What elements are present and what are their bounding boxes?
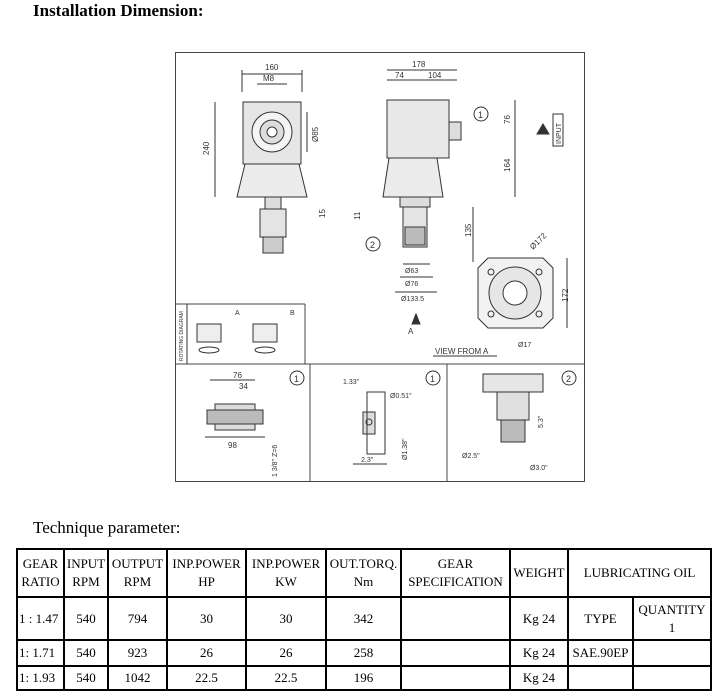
callout-1: 1: [478, 110, 483, 120]
detail-2-dia-left: Ø2.5": [462, 453, 480, 460]
cell-kw: 22.5: [246, 666, 326, 690]
rotating-diagram: ROTATING DIAGRAM A B: [179, 304, 295, 364]
dim-side-total: 178: [412, 60, 426, 69]
cell-ratio: 1: 1.71: [17, 640, 64, 666]
cell-weight: Kg 24: [510, 640, 568, 666]
cell-spec: [401, 597, 510, 640]
cell-spec: [401, 666, 510, 690]
detail-1b-len: 1.33": [343, 379, 360, 386]
dim-side-shaft: 135: [464, 223, 473, 237]
arrow-a-label: A: [408, 327, 414, 336]
detail-1a-spline: 1 3/8" Z=6: [272, 445, 279, 477]
detail-1b-width: 2.3": [361, 457, 374, 464]
detail-1b-callout: 1: [430, 374, 435, 384]
section-subheading: Technique parameter:: [33, 518, 181, 537]
cell-hp: 22.5: [167, 666, 246, 690]
cell-ratio: 1: 1.93: [17, 666, 64, 690]
table-row: 1: 1.93 540 1042 22.5 22.5 196 Kg 24: [17, 666, 712, 690]
detail-1a: 1 76 34 98 1 3/8" Z=6: [205, 370, 305, 477]
detail-2-height: 5.3": [538, 415, 545, 428]
detail-1b-dia-bottom: Ø1.38": [402, 438, 409, 460]
dim-front-height: 240: [202, 141, 211, 155]
dim-side-dia-small: Ø63: [405, 268, 418, 275]
rotating-label-a: A: [235, 310, 240, 317]
dim-side-gap: 11: [353, 211, 362, 220]
cell-input: 540: [64, 640, 108, 666]
flange-caption: VIEW FROM A: [435, 347, 489, 356]
front-view: 160 M8 240 Ø85 15: [202, 63, 327, 254]
input-label: INPUT: [556, 122, 563, 144]
oil-quantity-empty: [633, 640, 712, 666]
table-row: 1 : 1.47 540 794 30 30 342 Kg 24 TYPE QU…: [17, 597, 712, 640]
rotating-side-label: ROTATING DIAGRAM: [179, 311, 185, 361]
cell-kw: 26: [246, 640, 326, 666]
callout-2: 2: [370, 240, 375, 250]
cell-input: 540: [64, 597, 108, 640]
rotating-label-b: B: [290, 310, 295, 317]
header-torque: OUT.TORQ.Nm: [326, 549, 401, 597]
flange-view: Ø172 172 Ø17 VIEW FROM A: [433, 231, 570, 357]
cell-weight: Kg 24: [510, 666, 568, 690]
dim-front-bolt: M8: [263, 74, 275, 83]
cell-spec: [401, 640, 510, 666]
dim-front-width: 160: [265, 63, 279, 72]
dim-front-offset: 15: [318, 209, 327, 218]
cell-output: 794: [108, 597, 167, 640]
detail-2-dia-bottom: Ø3.0": [530, 465, 548, 472]
header-oil: LUBRICATING OIL: [568, 549, 712, 597]
cell-torque: 342: [326, 597, 401, 640]
dim-side-left: 74: [395, 71, 404, 80]
oil-type-value: SAE.90EP: [568, 640, 633, 666]
cell-output: 923: [108, 640, 167, 666]
header-weight: WEIGHT: [510, 549, 568, 597]
cell-ratio: 1 : 1.47: [17, 597, 64, 640]
oil-type-label: TYPE: [568, 597, 633, 640]
oil-empty: [568, 666, 633, 690]
dim-side-dia-large: Ø133.5: [401, 296, 424, 303]
dim-front-bore: Ø85: [311, 126, 320, 142]
dim-side-top: 76: [503, 115, 512, 124]
detail-1a-w2: 34: [239, 382, 248, 391]
cell-weight: Kg 24: [510, 597, 568, 640]
detail-1a-w1: 76: [233, 371, 242, 380]
cell-hp: 30: [167, 597, 246, 640]
page-title: Installation Dimension:: [33, 1, 204, 20]
detail-1a-callout: 1: [294, 374, 299, 384]
detail-2-callout: 2: [566, 374, 571, 384]
dim-flange-size: 172: [561, 288, 570, 302]
dim-side-right: 104: [428, 71, 442, 80]
cell-input: 540: [64, 666, 108, 690]
detail-1a-w3: 98: [228, 441, 237, 450]
detail-1b: 1 1.33" Ø0.51" 2.3" Ø1.38": [343, 370, 441, 465]
cell-hp: 26: [167, 640, 246, 666]
dim-flange-hole: Ø17: [518, 342, 531, 349]
detail-2: 2 5.3" Ø2.5" Ø3.0": [462, 370, 577, 472]
dim-flange-pcd: Ø172: [528, 231, 549, 252]
cell-output: 1042: [108, 666, 167, 690]
detail-1b-dia-top: Ø0.51": [390, 393, 412, 400]
cell-torque: 258: [326, 640, 401, 666]
dim-side-body: 164: [503, 158, 512, 172]
installation-drawing: 160 M8 240 Ø85 15 178 74 104 Ø63 Ø76 Ø13: [175, 52, 585, 482]
cell-kw: 30: [246, 597, 326, 640]
table-row: 1: 1.71 540 923 26 26 258 Kg 24 SAE.90EP: [17, 640, 712, 666]
dim-side-dia-mid: Ø76: [405, 281, 418, 288]
oil-empty: [633, 666, 712, 690]
side-view: 178 74 104 Ø63 Ø76 Ø133.5 76 164 11 135 …: [353, 60, 564, 336]
cell-torque: 196: [326, 666, 401, 690]
